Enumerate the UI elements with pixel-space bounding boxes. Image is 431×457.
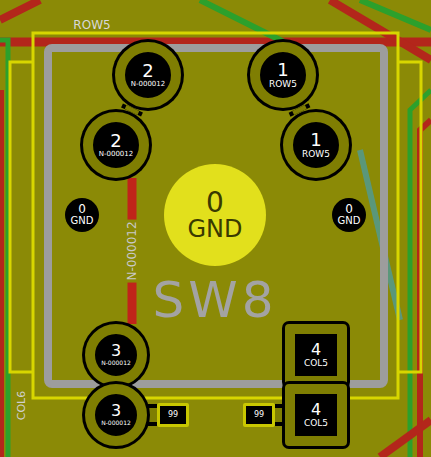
net-name: N-000012 (101, 360, 131, 366)
through-hole-pad: 2N-000012 (83, 112, 149, 178)
pad-number: 1 (310, 131, 321, 150)
ref-label: ROW5 (73, 18, 110, 32)
net-name: COL5 (304, 419, 328, 428)
pad-number: 4 (311, 342, 321, 359)
pad-number: 99 (254, 411, 264, 419)
net-name: N-000012 (99, 151, 133, 158)
pad-number: 3 (111, 343, 121, 360)
net-label: COL6 (16, 390, 29, 419)
through-hole-pad: 0GND (332, 198, 366, 232)
net-name: GND (187, 217, 242, 242)
pad-number: 3 (111, 403, 121, 420)
pad-number: 2 (110, 132, 121, 151)
pad-number: 0 (78, 203, 86, 216)
smd-pad: 99 (157, 403, 189, 427)
through-hole-pad: 2N-000012 (115, 42, 181, 108)
net-name: GND (338, 216, 361, 227)
copper-trace (299, 108, 301, 112)
through-hole-pad: 1ROW5 (250, 42, 316, 108)
copper-trace (275, 415, 285, 416)
pad-number: 99 (168, 411, 178, 419)
through-hole-pad: 4COL5 (285, 324, 347, 386)
net-name: N-000012 (101, 420, 131, 426)
pad-number: 0 (345, 203, 353, 216)
net-name: GND (71, 216, 94, 227)
pad-number: 4 (311, 402, 321, 419)
net-name: N-000012 (131, 81, 165, 88)
copper-trace (131, 108, 133, 112)
pad-number: 2 (142, 62, 153, 81)
through-hole-pad: 4COL5 (285, 384, 347, 446)
through-hole-pad: 1ROW5 (283, 112, 349, 178)
footprint-outline (10, 33, 421, 398)
reference-designator: SW8 (153, 271, 278, 329)
net-name: ROW5 (269, 80, 297, 89)
copper-trace (147, 415, 157, 416)
through-hole-pad: 3N-000012 (85, 384, 147, 446)
net-name: COL5 (304, 359, 328, 368)
pad-number: 0 (206, 188, 224, 217)
smd-pad: 99 (243, 403, 275, 427)
net-label: N-000012 (125, 219, 139, 282)
ground-pad: 0GND (164, 164, 266, 266)
through-hole-pad: 3N-000012 (85, 324, 147, 386)
pad-number: 1 (277, 61, 288, 80)
net-name: ROW5 (302, 150, 330, 159)
through-hole-pad: 0GND (65, 198, 99, 232)
